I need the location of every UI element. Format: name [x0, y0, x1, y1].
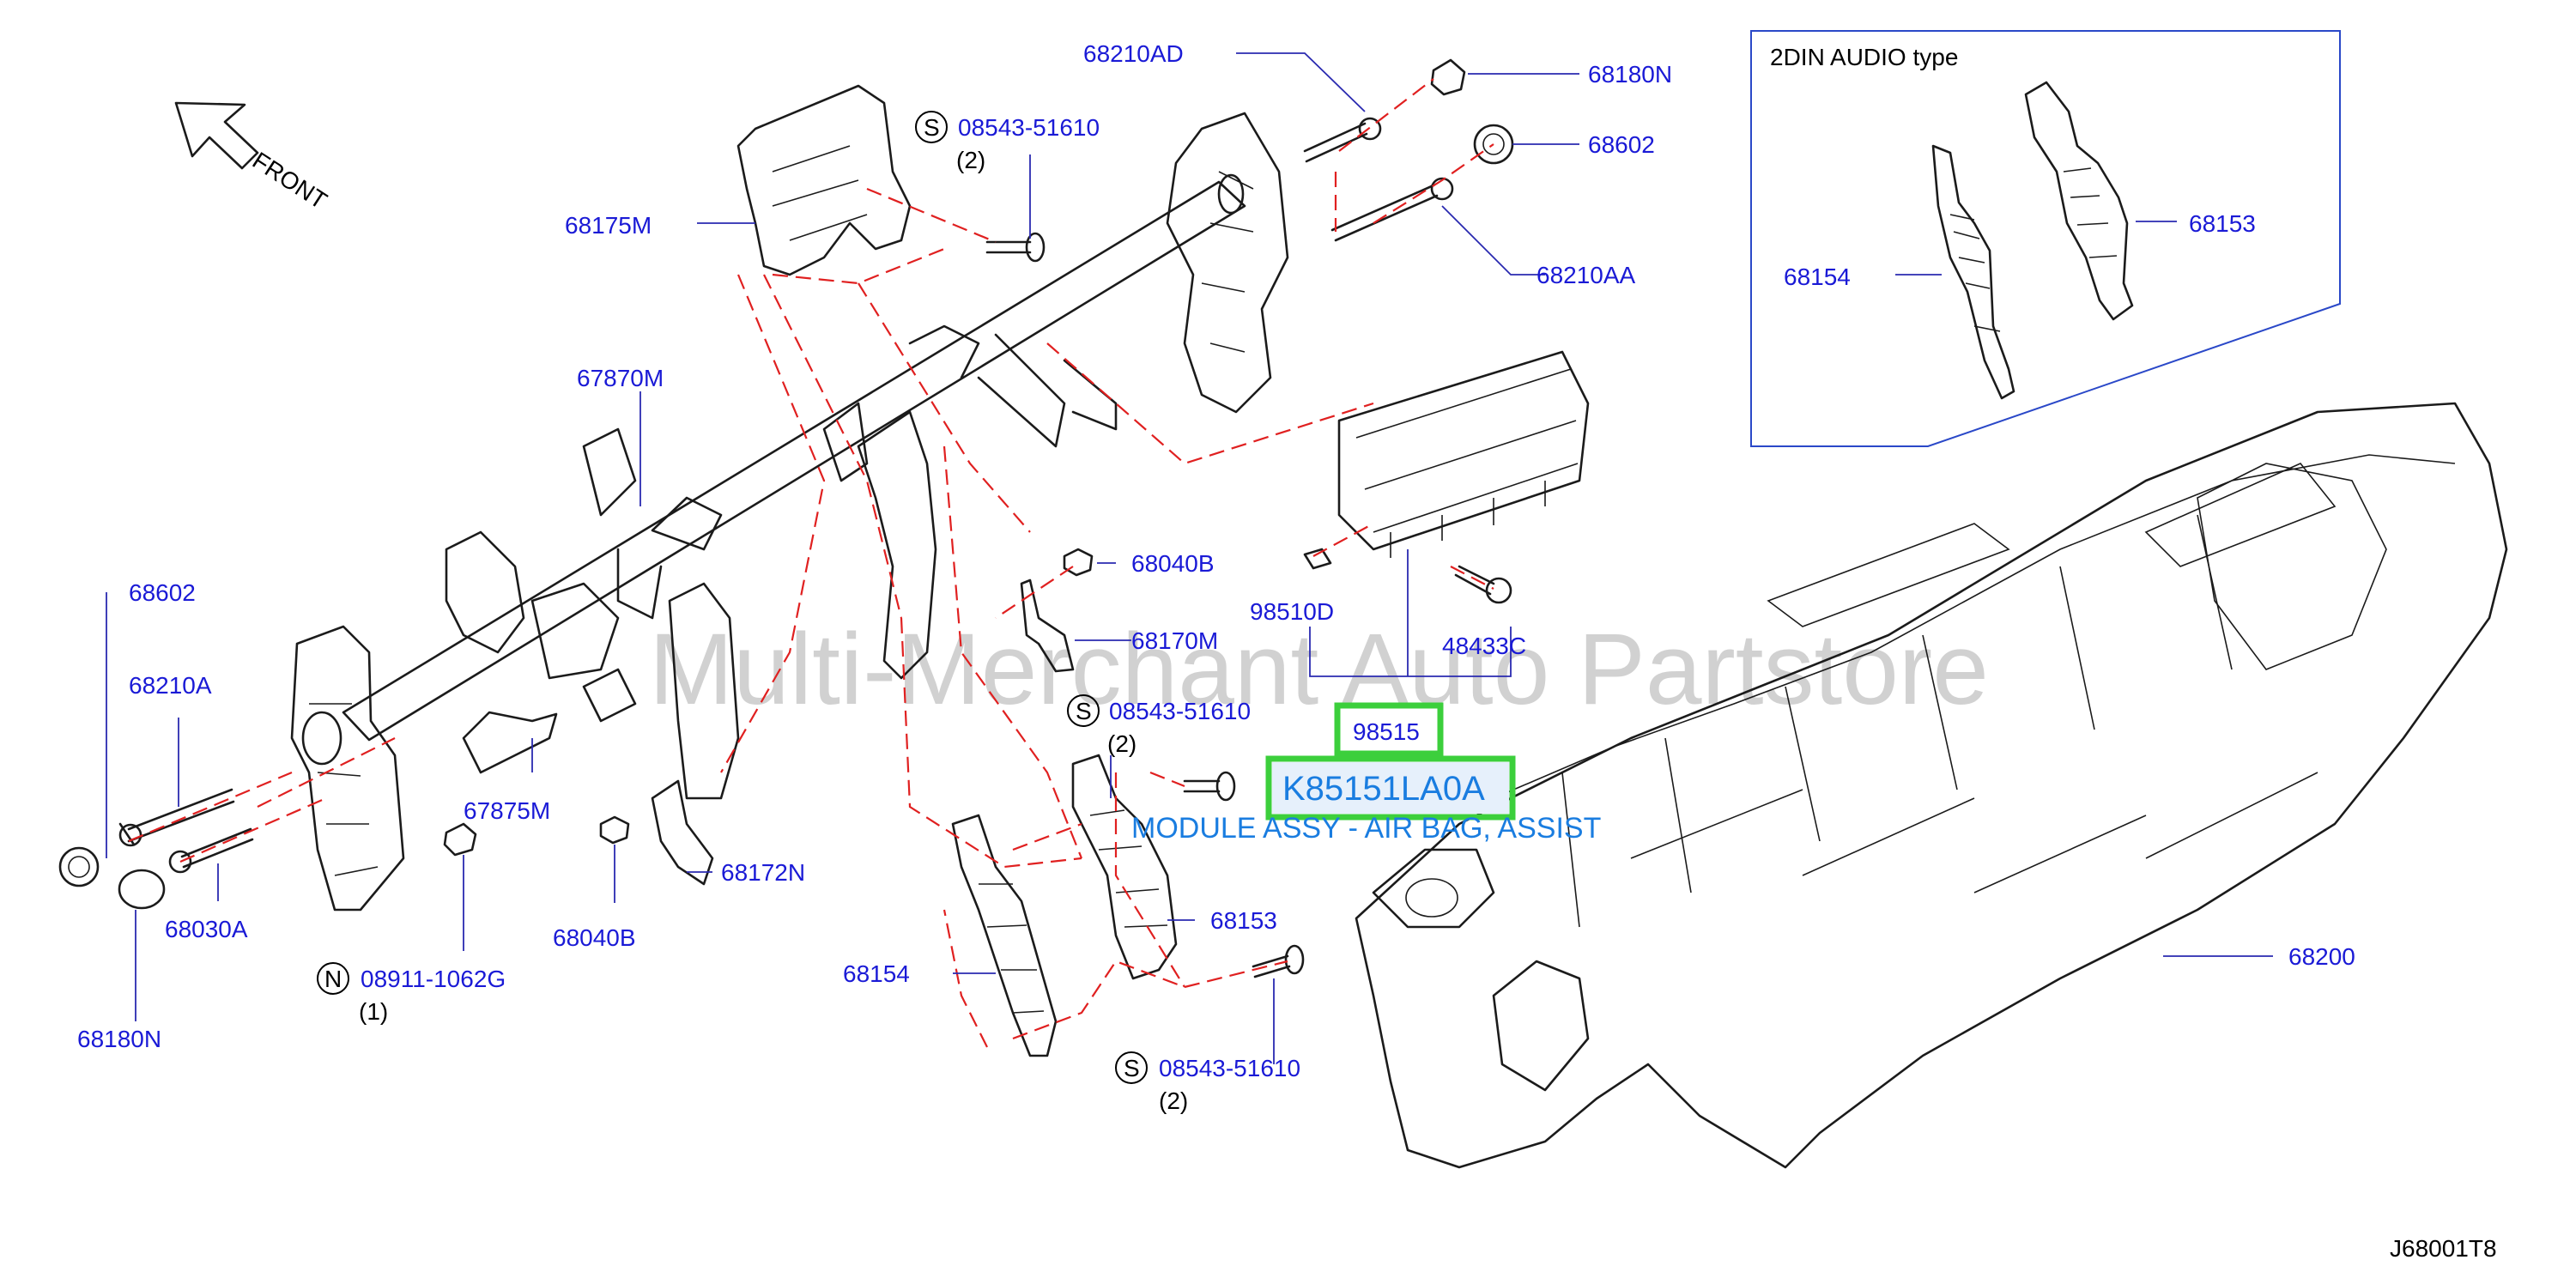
highlight-box-part-number[interactable]	[1265, 755, 1516, 821]
dashed-alignment-lines	[128, 78, 1494, 1048]
front-label: FRONT	[248, 147, 332, 215]
label-68040B-lower: 68040B	[553, 924, 636, 951]
front-arrow-icon	[174, 101, 259, 170]
inset-panel: 2DIN AUDIO type 68154 68153	[1750, 30, 2341, 447]
label-08543-c-qty: (2)	[1159, 1087, 1188, 1114]
nut-68180N-top	[1430, 58, 1466, 96]
label-08543-a-qty: (2)	[956, 147, 985, 173]
label-68175M: 68175M	[565, 212, 652, 239]
highlight-box-98515[interactable]	[1334, 702, 1444, 757]
marker-s-c-text: S	[1124, 1055, 1140, 1081]
part-labels: 68210AD 68180N 68602 68210AA S 08543-516…	[77, 40, 2355, 1114]
label-68180N-left: 68180N	[77, 1026, 161, 1052]
marker-n-text: N	[324, 966, 342, 992]
nut-68040B-upper	[1063, 548, 1094, 577]
bolt-68210AD	[1303, 122, 1368, 163]
highlight-callout[interactable]: 98515 K85151LA0A MODULE ASSY - AIR BAG, …	[1131, 702, 1601, 845]
airbag-module-98515	[1303, 350, 1590, 604]
label-68210A: 68210A	[129, 672, 212, 699]
bolt-48433C	[1454, 565, 1495, 596]
label-68040B-upper: 68040B	[1131, 550, 1215, 577]
highlight-box-part-number-bg	[1272, 762, 1509, 814]
label-68200: 68200	[2288, 943, 2355, 970]
label-08543-a: 08543-51610	[958, 114, 1100, 141]
label-08911: 08911-1062G	[361, 966, 506, 992]
screw-08543-b	[1183, 779, 1221, 793]
bolt-68210A	[118, 788, 235, 846]
grommet-68602-left	[58, 846, 100, 887]
bracket-68153	[1071, 754, 1178, 980]
diagram-id: J68001T8	[2390, 1235, 2497, 1262]
label-68172N: 68172N	[721, 859, 805, 886]
leader-lines	[106, 52, 2273, 1064]
label-08911-qty: (1)	[359, 998, 388, 1025]
watermark: Multi-Merchant Auto Partstore	[649, 613, 1989, 726]
marker-n	[317, 962, 349, 995]
label-68153: 68153	[1210, 907, 1277, 934]
bracket-68172N	[651, 779, 714, 886]
instrument-panel-68200	[1355, 402, 2508, 1169]
bracket-67875M	[462, 711, 558, 774]
marker-s-a-text: S	[924, 114, 940, 141]
screw-98510D	[1303, 548, 1332, 570]
label-48433C: 48433C	[1442, 633, 1526, 659]
highlight-description: MODULE ASSY - AIR BAG, ASSIST	[1131, 812, 1601, 845]
label-67870M: 67870M	[577, 365, 664, 391]
label-68602-left: 68602	[129, 579, 196, 606]
marker-s-c	[1115, 1051, 1148, 1084]
label-67875M: 67875M	[464, 797, 550, 824]
screw-08543-a	[985, 240, 1032, 254]
label-68154: 68154	[843, 960, 910, 987]
label-98515[interactable]: 98515	[1353, 718, 1420, 745]
label-08543-b: 08543-51610	[1109, 698, 1251, 724]
label-08543-b-qty: (2)	[1107, 730, 1136, 757]
inset-bracket-68154	[1931, 144, 2015, 400]
nut-68040B-lower	[599, 815, 630, 845]
label-68602-top: 68602	[1588, 131, 1655, 158]
label-68030A: 68030A	[165, 916, 248, 942]
label-08543-c: 08543-51610	[1159, 1055, 1300, 1081]
cap-68180N-left	[118, 869, 166, 910]
label-98510D: 98510D	[1250, 598, 1334, 625]
inset-title: 2DIN AUDIO type	[1770, 44, 1958, 70]
nut-08911	[443, 822, 477, 857]
inset-label-68154: 68154	[1784, 263, 1851, 290]
center-braces	[582, 402, 937, 800]
left-side-bracket	[290, 427, 637, 912]
screw-08543-c	[1252, 954, 1291, 978]
small-parts-left	[58, 711, 558, 910]
bracket-68175M	[736, 84, 912, 276]
inset-bracket-68153	[2024, 81, 2134, 321]
label-68210AD: 68210AD	[1083, 40, 1184, 67]
marker-s-b	[1067, 694, 1100, 727]
inset-label-68153: 68153	[2189, 210, 2256, 237]
label-68210AA: 68210AA	[1537, 262, 1636, 288]
marker-s-a	[915, 111, 948, 143]
bolt-68210AA	[1330, 184, 1439, 242]
label-68180N-top: 68180N	[1588, 61, 1672, 88]
small-parts-top-right	[1303, 58, 1514, 242]
steering-member-67870M	[342, 112, 1289, 742]
highlight-part-number[interactable]: K85151LA0A	[1282, 770, 1485, 808]
bracket-68154	[951, 814, 1058, 1057]
marker-s-b-text: S	[1076, 698, 1092, 724]
bolt-68030A	[180, 827, 254, 869]
label-68170M: 68170M	[1131, 627, 1218, 654]
